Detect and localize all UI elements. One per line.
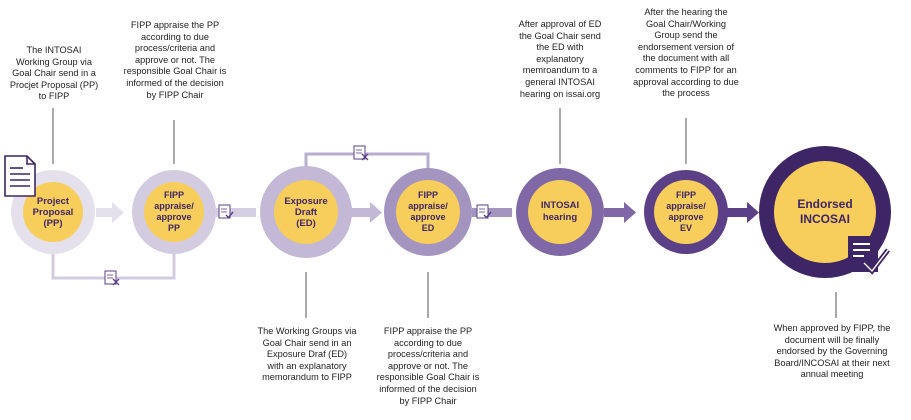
- connector-arrows: [96, 202, 759, 223]
- approved-document-icon: [476, 204, 492, 219]
- stage-label-hearing: INTOSAI hearing: [540, 200, 580, 223]
- stage-label-fipp-ed: FIPP appraise/ approve ED: [408, 190, 448, 233]
- stage-label-ed: Exposure Draft (ED): [284, 195, 328, 229]
- rejected-document-icon: [353, 145, 369, 161]
- stage-exposure-draft: [260, 166, 352, 258]
- leader-lines: [52, 108, 837, 318]
- stage-label-fipp-ev: FIPP appraise/ approve EV: [666, 190, 706, 233]
- approved-document-icon: [218, 204, 234, 219]
- endorsed-document-icon: [848, 236, 890, 275]
- stage-fipp-approve-ev: [644, 170, 728, 254]
- description-fipp-ed: FIPP appraise the PP according to due pr…: [376, 326, 480, 406]
- description-pp: The INTOSAI Working Group via Goal Chair…: [9, 45, 99, 102]
- feedback-loop-ed: [304, 152, 430, 172]
- document-icon: [4, 155, 36, 197]
- description-ed: The Working Groups via Goal Chair send i…: [257, 326, 357, 383]
- stage-fipp-approve-pp: [132, 170, 216, 254]
- description-fipp-ev: After the hearing the Goal Chair/Working…: [633, 7, 739, 99]
- description-hearing: After approval of ED the Goal Chair send…: [518, 19, 602, 99]
- stage-intosai-hearing: [516, 168, 604, 256]
- stage-fipp-approve-ed: [384, 168, 472, 256]
- rejected-document-icon: [104, 270, 120, 286]
- stage-label-fipp-pp: FIPP appraise/ approve PP: [154, 190, 194, 233]
- description-endorsed: When approved by FIPP, the document will…: [773, 323, 891, 380]
- description-fipp-pp: FIPP appraise the PP according to due pr…: [123, 20, 227, 100]
- stage-label-endorsed: Endorsed INCOSAI: [797, 197, 853, 226]
- stage-label-pp: Project Proposal (PP): [32, 195, 74, 229]
